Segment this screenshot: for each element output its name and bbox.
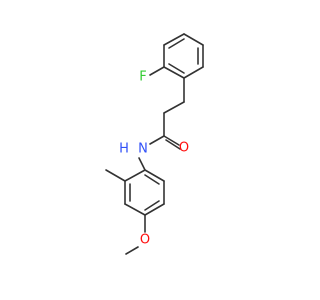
- bond: [124, 203, 146, 216]
- bond: [168, 63, 185, 74]
- bond: [163, 66, 185, 79]
- propanoyl-chain: [138, 77, 185, 171]
- chemical-structure-diagram: F H N O O: [105, 33, 204, 255]
- bond: [125, 246, 139, 255]
- bond: [105, 169, 126, 182]
- bond: [144, 203, 165, 216]
- amide-nitrogen-label: N: [138, 142, 148, 157]
- bond: [183, 66, 204, 79]
- bond: [163, 101, 185, 114]
- carbonyl-oxygen-label: O: [179, 141, 189, 156]
- bond: [144, 174, 160, 185]
- bond: [144, 200, 160, 211]
- bond: [163, 33, 185, 46]
- bond: [138, 157, 146, 171]
- bond: [149, 135, 165, 145]
- structure-canvas: F H N O O: [105, 33, 204, 255]
- bond: [124, 169, 146, 182]
- fluorophenyl-ring: [163, 33, 204, 79]
- bond: [163, 135, 180, 146]
- bond: [168, 38, 185, 49]
- methoxy-oxygen-label: O: [140, 233, 150, 248]
- bond: [149, 66, 165, 76]
- methoxy-methylphenyl-ring: [124, 169, 165, 216]
- fluorine-atom-label: F: [139, 70, 146, 85]
- bond: [183, 33, 204, 46]
- bond: [165, 139, 181, 150]
- bond: [144, 169, 165, 182]
- amide-hydrogen-label: H: [119, 142, 129, 157]
